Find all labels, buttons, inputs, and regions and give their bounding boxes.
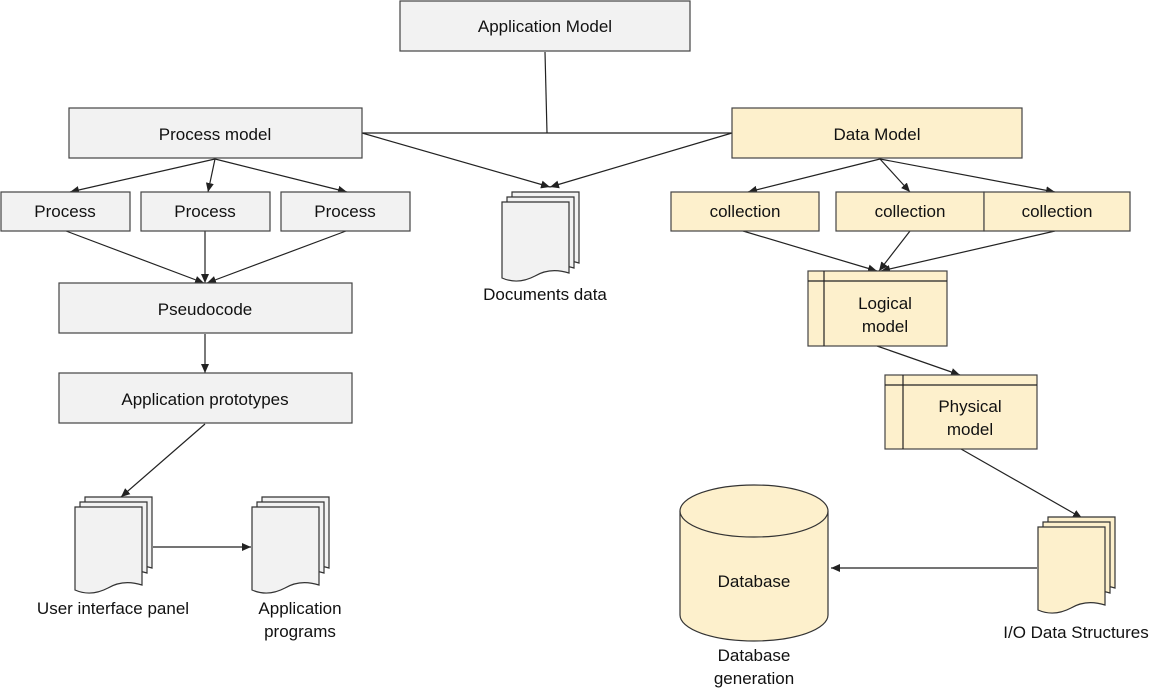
connector-logical-to-physical bbox=[876, 345, 961, 376]
connector-dm-to-collection3 bbox=[879, 158, 1056, 195]
collection-1-label: collection bbox=[710, 202, 781, 221]
logical-model-label-line1: Logical bbox=[858, 294, 912, 313]
application-prototypes-label: Application prototypes bbox=[121, 390, 288, 409]
connector-pm-to-process3 bbox=[214, 158, 348, 194]
io-data-structures-icon bbox=[1037, 526, 1106, 614]
connector-pm-to-process2 bbox=[205, 158, 216, 193]
node-pseudocode: Pseudocode bbox=[58, 282, 353, 334]
node-process-1: Process bbox=[0, 191, 131, 232]
node-database: Database Database generation bbox=[679, 484, 829, 688]
data-model-label: Data Model bbox=[834, 125, 921, 144]
process-3-label: Process bbox=[314, 202, 375, 221]
node-application-prototypes: Application prototypes bbox=[58, 372, 353, 424]
application-programs-label-line2: programs bbox=[264, 622, 336, 641]
connector-collection1-to-logical bbox=[742, 230, 878, 273]
database-generation-label-line1: Database bbox=[718, 646, 791, 665]
node-process-2: Process bbox=[140, 191, 271, 232]
node-user-interface-panel: User interface panel bbox=[37, 496, 189, 618]
database-icon bbox=[679, 511, 829, 642]
node-collection-3: collection bbox=[983, 191, 1131, 232]
application-model-label: Application Model bbox=[478, 17, 612, 36]
collection-3-label: collection bbox=[1022, 202, 1093, 221]
node-io-data-structures: I/O Data Structures bbox=[1003, 516, 1149, 642]
connector-pm-to-process1 bbox=[69, 158, 216, 194]
node-collection-1: collection bbox=[670, 191, 820, 232]
connector-process1-to-pseudo bbox=[65, 230, 205, 284]
connector-process3-to-pseudo bbox=[206, 230, 347, 284]
node-application-model: Application Model bbox=[399, 0, 691, 52]
node-process-3: Process bbox=[280, 191, 411, 232]
connector-dm-to-collection2 bbox=[879, 158, 911, 193]
process-1-label: Process bbox=[34, 202, 95, 221]
node-data-model: Data Model bbox=[731, 107, 1023, 159]
connector-dm-to-collection1 bbox=[747, 158, 881, 194]
physical-model-label-line1: Physical bbox=[938, 397, 1001, 416]
node-application-programs: Application programs bbox=[251, 496, 342, 641]
collection-2-label: collection bbox=[875, 202, 946, 221]
node-process-model: Process model bbox=[68, 107, 363, 159]
connector-process-to-docs bbox=[361, 132, 551, 189]
node-collection-2: collection bbox=[835, 191, 985, 232]
connectors bbox=[65, 51, 1083, 572]
io-data-structures-label: I/O Data Structures bbox=[1003, 623, 1149, 642]
process-2-label: Process bbox=[174, 202, 235, 221]
connector-data-to-docs bbox=[549, 132, 733, 189]
user-interface-panel-icon bbox=[74, 506, 143, 594]
connector-app-to-junction bbox=[544, 51, 548, 134]
documents-data-icon bbox=[501, 201, 570, 282]
user-interface-panel-label: User interface panel bbox=[37, 599, 189, 618]
pseudocode-label: Pseudocode bbox=[158, 300, 253, 319]
documents-data-label: Documents data bbox=[483, 285, 607, 304]
database-label: Database bbox=[718, 572, 791, 591]
application-programs-label-line1: Application bbox=[258, 599, 341, 618]
connector-physical-to-io bbox=[960, 448, 1083, 519]
application-programs-icon bbox=[251, 506, 320, 594]
connector-prototypes-to-ui bbox=[120, 423, 206, 498]
logical-model-label-line2: model bbox=[862, 317, 908, 336]
node-physical-model: Physical model bbox=[884, 374, 1038, 450]
database-generation-label-line2: generation bbox=[714, 669, 794, 688]
node-logical-model: Logical model bbox=[807, 270, 948, 347]
connector-collection2-to-logical bbox=[878, 230, 911, 272]
process-model-label: Process model bbox=[159, 125, 271, 144]
node-documents-data: Documents data bbox=[483, 191, 607, 304]
connector-collection3-to-logical bbox=[880, 230, 1056, 273]
physical-model-label-line2: model bbox=[947, 420, 993, 439]
